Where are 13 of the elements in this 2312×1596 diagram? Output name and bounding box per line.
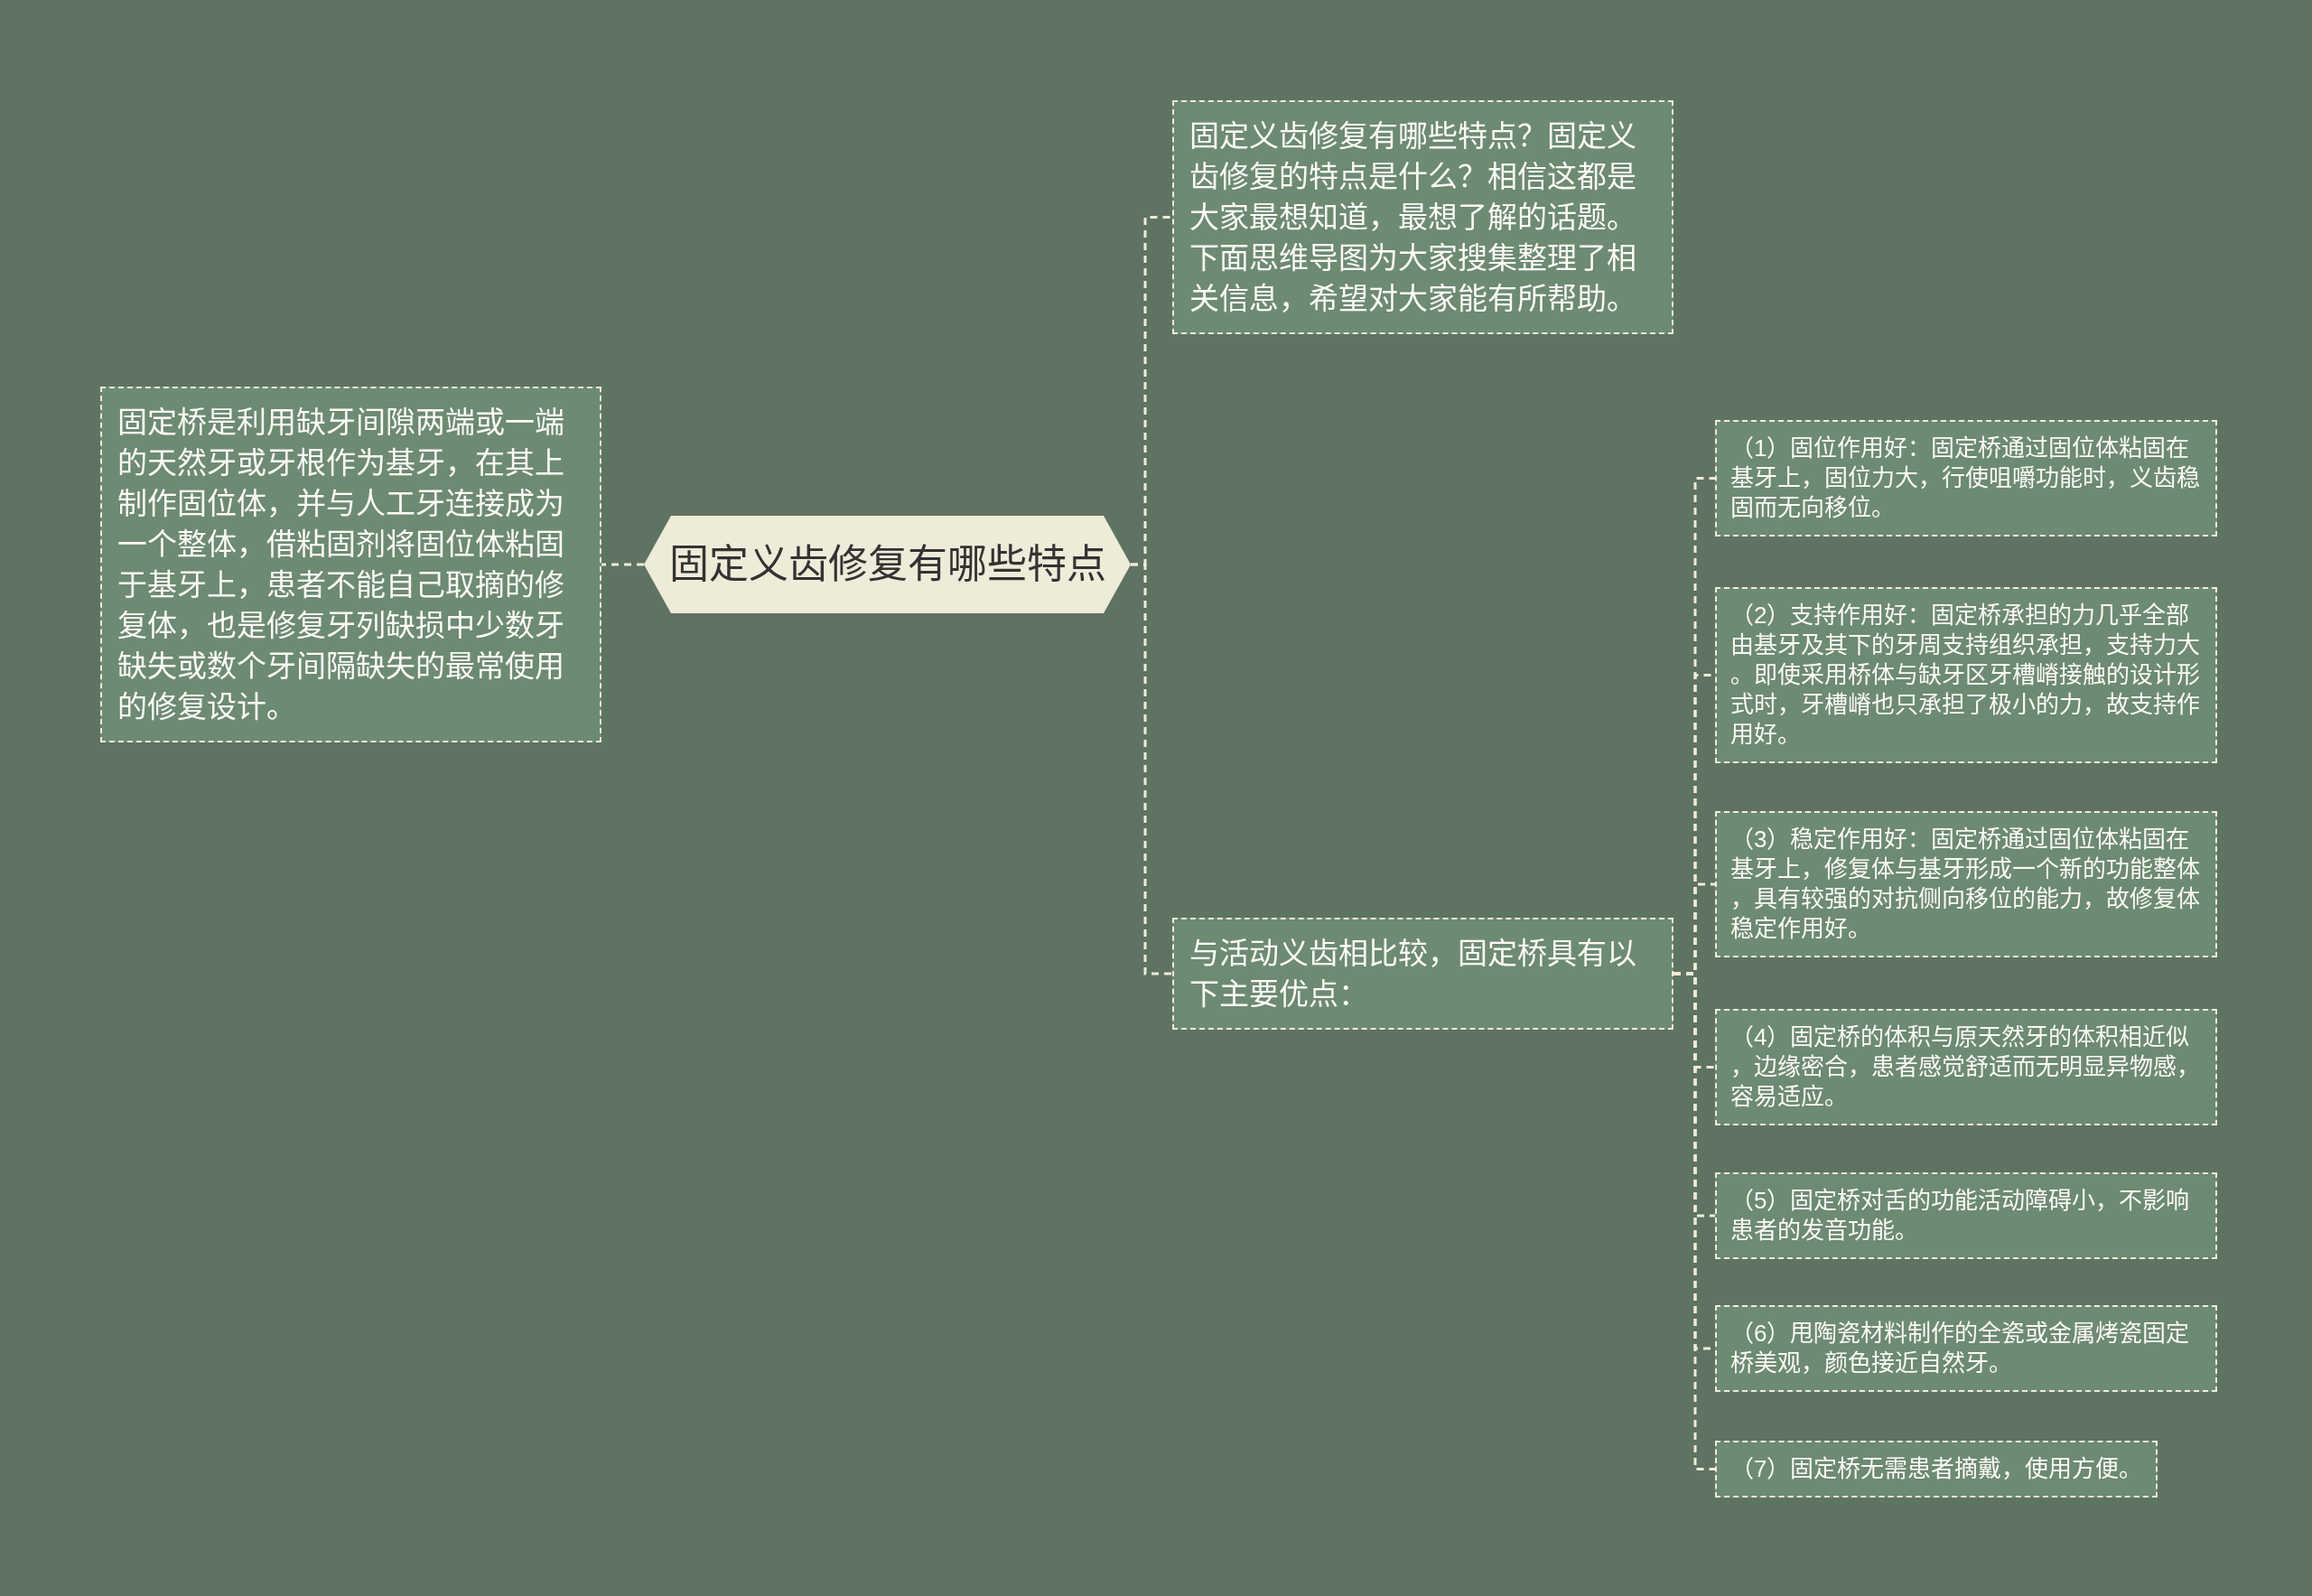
note-box: （4）固定桥的体积与原天然牙的体积相近似，边缘密合，患者感觉舒适而无明显异物感，容易适应。 xyxy=(1715,1009,2217,1125)
note-box: 固定义齿修复有哪些特点？固定义齿修复的特点是什么？相信这都是大家最想知道，最想了解的话题。下面思维导图为大家搜集整理了相关信息，希望对大家能有所帮助。 xyxy=(1172,100,1673,334)
note-box: （6）甩陶瓷材料制作的全瓷或金属烤瓷固定桥美观，颜色接近自然牙。 xyxy=(1715,1305,2217,1392)
note-box: 固定桥是利用缺牙间隙两端或一端的天然牙或牙根作为基牙，在其上制作固位体，并与人工牙连接成为一个整体，借粘固剂将固位体粘固于基牙上，患者不能自己取摘的修复体，也是修复牙列缺损中少数牙缺失或数个牙间隔缺失的最常使用的修复设计。 xyxy=(100,387,601,742)
connector-line xyxy=(601,563,644,566)
note-box: （3）稳定作用好：固定桥通过固位体粘固在基牙上，修复体与基牙形成一个新的功能整体，具有较强的对抗侧向移位的能力，故修复体稳定作用好。 xyxy=(1715,811,2217,957)
topic-hexagon: 固定义齿修复有哪些特点 xyxy=(644,516,1131,613)
note-box: （7）固定桥无需患者摘戴，使用方便。 xyxy=(1715,1441,2158,1498)
note-box: （5）固定桥对舌的功能活动障碍小，不影响患者的发音功能。 xyxy=(1715,1172,2217,1259)
connector-line xyxy=(1131,563,1172,975)
note-box: （2）支持作用好：固定桥承担的力几乎全部由基牙及其下的牙周支持组织承担，支持力大。即使采用桥体与缺牙区牙槽嵴接触的设计形式时，牙槽嵴也只承担了极小的力，故支持作用好。 xyxy=(1715,587,2217,763)
note-box: （1）固位作用好：固定桥通过固位体粘固在基牙上，固位力大，行使咀嚼功能时，义齿稳固而无向移位。 xyxy=(1715,420,2217,537)
note-box: 与活动义齿相比较，固定桥具有以下主要优点： xyxy=(1172,918,1673,1030)
